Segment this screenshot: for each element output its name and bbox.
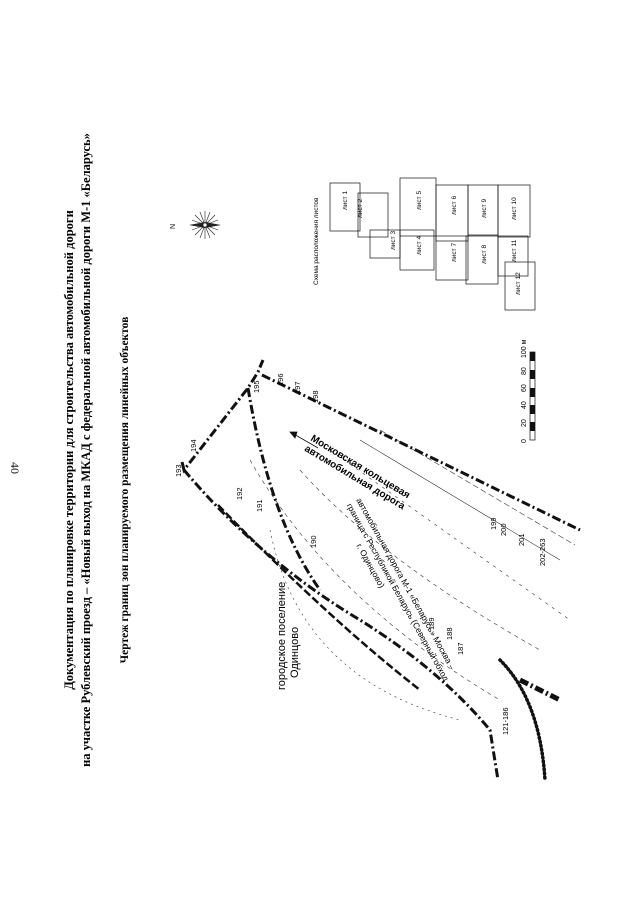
- sheet-label-7: лист 7: [451, 243, 458, 262]
- point-188: 188: [445, 627, 454, 640]
- scale-label-60: 60: [521, 384, 528, 392]
- scale-label-0: 0: [521, 439, 528, 443]
- point-194: 194: [189, 439, 198, 452]
- sheet-label-12: лист 12: [515, 272, 522, 295]
- sheet-label-6: лист 6: [451, 196, 458, 215]
- scale-label-80: 80: [521, 367, 528, 375]
- point-201: 201: [517, 533, 526, 546]
- point-193: 193: [174, 464, 183, 477]
- drawing-subtitle: Чертеж границ зон планируемого размещени…: [119, 317, 131, 664]
- point-195: 195: [252, 380, 261, 393]
- point-189: 189: [427, 617, 436, 630]
- sheet-label-9: лист 9: [481, 199, 488, 218]
- sheet-index-title: Схема расположения листов: [313, 197, 320, 285]
- settlement-label-line2: Одинцово: [289, 627, 301, 678]
- point-121-186: 121-186: [501, 707, 510, 735]
- title-line-2: на участке Рублевский проезд – «Новый вы…: [79, 133, 93, 767]
- point-199: 199: [489, 517, 498, 530]
- point-191: 191: [255, 499, 264, 512]
- point-190: 190: [309, 535, 318, 548]
- subtitle-block: Чертеж границ зон планируемого размещени…: [119, 317, 131, 664]
- direction-arrow-icon: [289, 431, 319, 449]
- dotted-boundary: [498, 658, 547, 782]
- sheet-label-10: лист 10: [511, 197, 518, 220]
- sheet-label-1: лист 1: [342, 191, 349, 210]
- scale-label-40: 40: [521, 401, 528, 409]
- highway-label-line2: граница с Республикой Беларусь (Северный…: [345, 501, 452, 682]
- title-block: Документация по планировке территории дл…: [62, 133, 93, 767]
- sheet-label-3: лист 3: [390, 231, 397, 250]
- zone-boundary-outer: [217, 504, 421, 691]
- point-numbers: 121-186 187 188 189 190 191 192 193 194 …: [174, 373, 547, 735]
- point-202-263: 202-263: [538, 538, 547, 566]
- compass-north-label: N: [170, 224, 177, 229]
- point-187: 187: [456, 642, 465, 655]
- scale-label-100: 100 м: [521, 339, 528, 358]
- sheet-label-5: лист 5: [416, 191, 423, 210]
- sheet-index: Схема расположения листов лист 1 лист 2 …: [313, 177, 536, 311]
- point-192: 192: [235, 487, 244, 500]
- point-196: 196: [276, 373, 285, 386]
- scale-label-20: 20: [521, 419, 528, 427]
- sheet-label-11: лист 11: [511, 239, 518, 262]
- zone-boundary: [180, 359, 581, 781]
- ring-road-label-line1: Московская кольцевая: [308, 433, 411, 501]
- point-198: 198: [311, 390, 320, 403]
- compass-rose-icon: N: [170, 211, 221, 239]
- sheet-label-2: лист 2: [357, 199, 364, 218]
- point-200: 200: [499, 523, 508, 536]
- sheet-label-4: лист 4: [416, 236, 423, 255]
- title-line-1: Документация по планировке территории дл…: [62, 210, 76, 690]
- settlement-label-line1: городское поселение: [276, 582, 288, 690]
- highway-label-line1: автомобильная дорога М-1 «Беларусь» Моск…: [354, 496, 457, 671]
- point-197: 197: [293, 381, 302, 394]
- sheet-label-8: лист 8: [481, 245, 488, 264]
- scale-bar: 0 20 40 60 80 100 м: [521, 339, 536, 443]
